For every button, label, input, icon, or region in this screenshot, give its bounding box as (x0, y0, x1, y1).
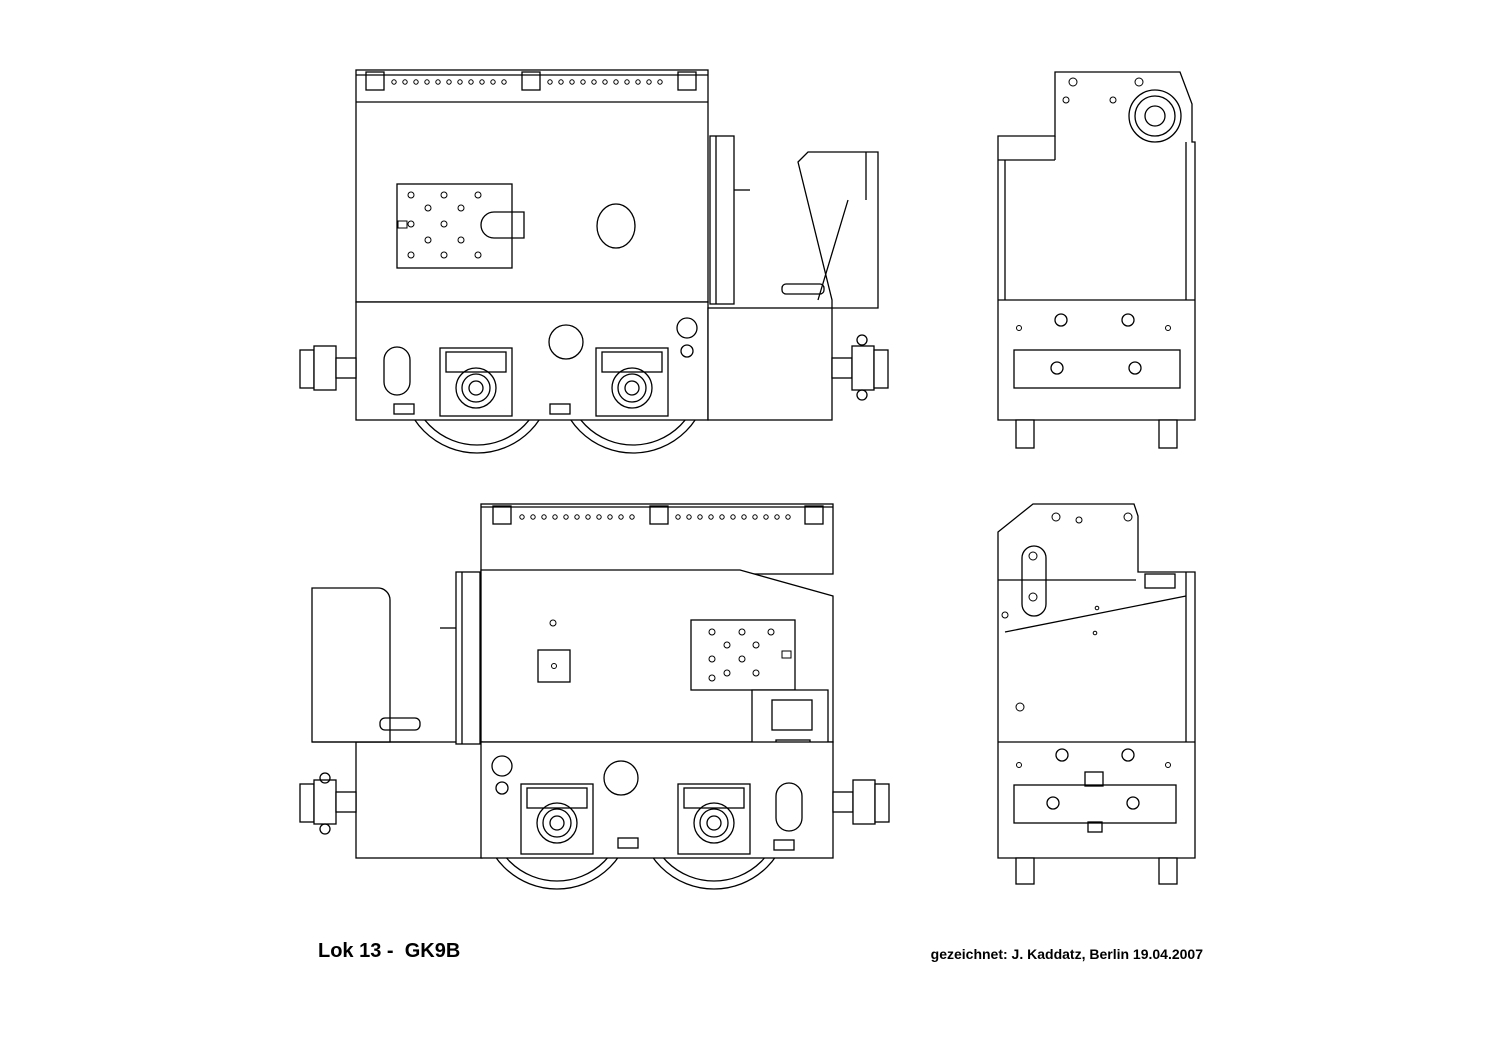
drawing-title: Lok 13 - GK9B (318, 940, 461, 962)
drawing-credit: gezeichnet: J. Kaddatz, Berlin 19.04.200… (930, 946, 1203, 962)
axle-box-top-1 (439, 347, 513, 417)
seat-bottom (311, 587, 421, 743)
coupler-left-bottom (299, 772, 357, 835)
coupler-left-top (299, 345, 357, 391)
axle-box-bottom-2 (677, 783, 751, 855)
end-view-bottom (997, 503, 1196, 885)
buffer-beam-top (1013, 349, 1181, 389)
axle-box-bottom-1 (520, 783, 594, 855)
side-view-top (299, 69, 889, 454)
rivet-row-bottom (519, 514, 791, 520)
upper-body-top (355, 69, 709, 303)
rivet-row-top (391, 79, 663, 85)
fan-disc-icon (1128, 89, 1182, 143)
cab-step-top (707, 307, 833, 421)
coupler-right-bottom (832, 779, 890, 825)
control-column-top (709, 135, 735, 305)
access-panel-top (396, 183, 513, 269)
end-view-top (997, 71, 1196, 449)
axle-box-top-2 (595, 347, 669, 417)
coupler-right-top (831, 334, 889, 401)
side-view-bottom (299, 503, 890, 890)
seat-top (781, 151, 879, 309)
